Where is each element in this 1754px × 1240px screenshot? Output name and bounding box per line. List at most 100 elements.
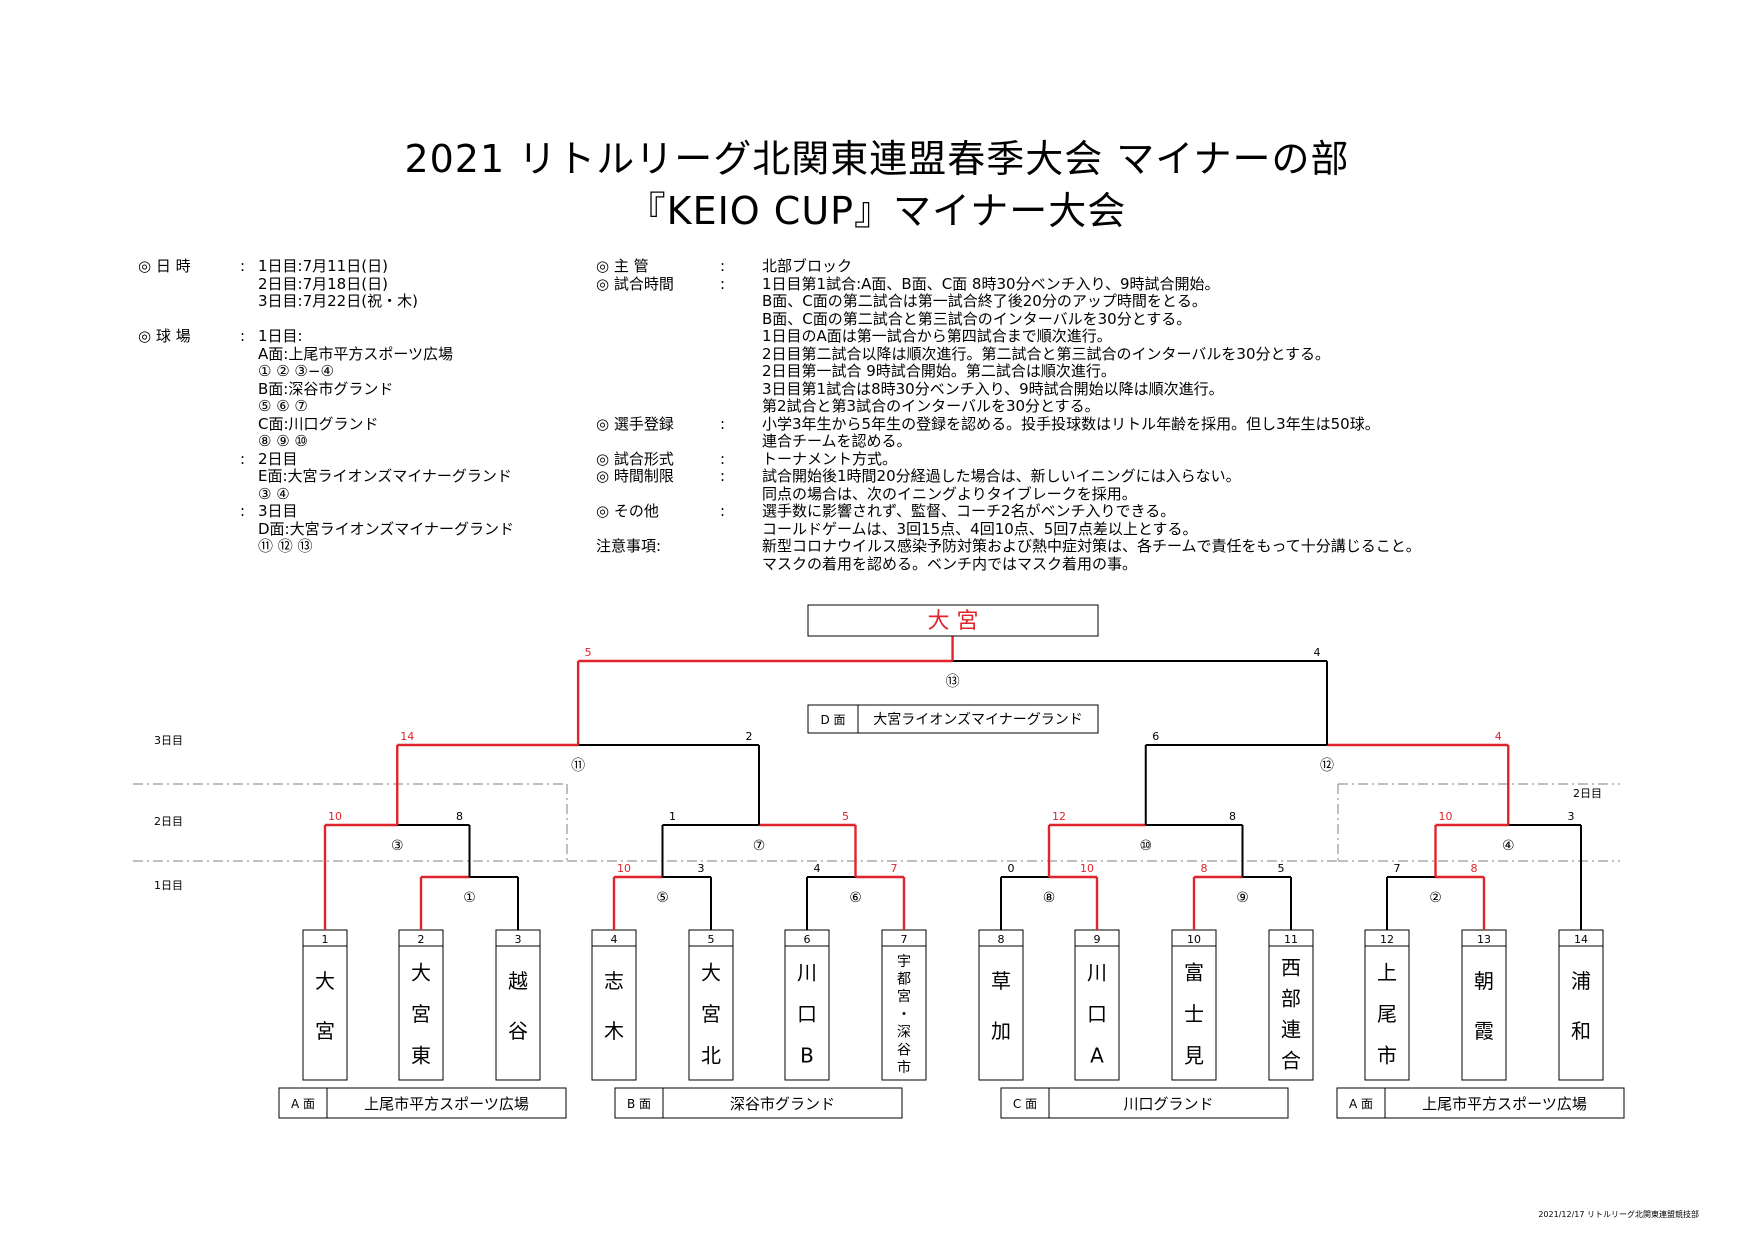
team-name-char: 宮 bbox=[701, 1002, 721, 1026]
team-name-char: 市 bbox=[897, 1059, 911, 1076]
team-name-char: 宮 bbox=[315, 1019, 335, 1043]
team-number: 6 bbox=[804, 933, 811, 946]
team-name-char: 合 bbox=[1281, 1049, 1301, 1073]
day3-label: 3日目 bbox=[154, 734, 183, 747]
info-val: 3日目 bbox=[258, 502, 298, 520]
team-name-char: 北 bbox=[701, 1043, 721, 1067]
info-val: 3日目第1試合は8時30分ベンチ入り、9時試合開始以降は順次進行。 bbox=[762, 379, 1224, 398]
game-score-right: 4 bbox=[1495, 730, 1502, 743]
team-name-char: 上 bbox=[1377, 961, 1397, 985]
info-val: 2日目 bbox=[258, 449, 298, 468]
info-col: : bbox=[720, 274, 726, 293]
team-box bbox=[1074, 929, 1120, 1081]
info-col: : bbox=[720, 449, 726, 468]
team-name-char: 朝 bbox=[1474, 969, 1494, 993]
game-score-right: 10 bbox=[1080, 862, 1094, 875]
game-number: ④ bbox=[1502, 838, 1515, 854]
game-number: ⑨ bbox=[1236, 890, 1249, 906]
info-lab: ◎ 選手登録 bbox=[596, 414, 674, 433]
team-name-char: 浦 bbox=[1571, 969, 1591, 993]
info-lab: ◎ 球 場 bbox=[138, 327, 191, 345]
team-name-char: 部 bbox=[1281, 987, 1301, 1011]
team-box bbox=[302, 929, 348, 1081]
game-number: ⑤ bbox=[656, 890, 669, 906]
team-number: 14 bbox=[1574, 933, 1588, 946]
info-lab: ◎ 時間制限 bbox=[596, 467, 674, 485]
team-number: 8 bbox=[998, 933, 1005, 946]
info-val: B面:深谷市グランド bbox=[258, 379, 394, 398]
info-val: 1日目のA面は第一試合から第四試合まで順次進行。 bbox=[762, 327, 1112, 345]
page-title: 2021 リトルリーグ北関東連盟春季大会 マイナーの部 bbox=[404, 137, 1350, 181]
info-val: 1日目:7月11日(日) bbox=[258, 257, 388, 275]
venue-name: 川口グランド bbox=[1123, 1095, 1213, 1113]
champion-box bbox=[807, 604, 1099, 637]
team-name-char: 宮 bbox=[897, 989, 911, 1005]
team-name-char: 大 bbox=[411, 961, 431, 985]
info-col: : bbox=[240, 327, 246, 345]
game-score-right: 5 bbox=[842, 810, 849, 823]
info-val: 連合チームを認める。 bbox=[762, 432, 912, 450]
team-name-char: 大 bbox=[701, 961, 721, 985]
info-col: : bbox=[720, 467, 726, 485]
info-lab: ◎ その他 bbox=[596, 502, 659, 520]
info-lab: 注意事項: bbox=[596, 537, 662, 555]
game-number: ② bbox=[1429, 890, 1442, 906]
team-box bbox=[1558, 929, 1604, 1081]
game-number: ⑦ bbox=[753, 838, 766, 854]
venue-label: A 面 bbox=[1349, 1097, 1373, 1111]
team-number: 13 bbox=[1477, 933, 1491, 946]
game-score-left: 10 bbox=[328, 810, 342, 823]
info-lab: ◎ 試合形式 bbox=[596, 449, 674, 468]
final-venue-box bbox=[807, 704, 1099, 734]
info-val: B面、C面の第二試合は第一試合終了後20分のアップ時間をとる。 bbox=[762, 292, 1207, 310]
info-col: : bbox=[720, 502, 726, 520]
info-val: D面:大宮ライオンズマイナーグランド bbox=[258, 519, 515, 538]
team-name-char: 深 bbox=[897, 1025, 911, 1041]
info-val: B面、C面の第二試合と第三試合のインターバルを30分とする。 bbox=[762, 309, 1192, 328]
team-box bbox=[398, 929, 444, 1081]
info-val: 2日目第一試合 9時試合開始。第二試合は順次進行。 bbox=[762, 362, 1116, 380]
info-lab: ◎ 主 管 bbox=[596, 257, 649, 275]
footer-credit: 2021/12/17 リトルリーグ北関東連盟競技部 bbox=[1538, 1210, 1699, 1219]
info-col: : bbox=[720, 414, 726, 433]
venue-name: 上尾市平方スポーツ広場 bbox=[1422, 1095, 1587, 1113]
team-name-char: B bbox=[800, 1043, 814, 1067]
team-name-char: 東 bbox=[411, 1043, 431, 1067]
game-score-left: 6 bbox=[1152, 730, 1159, 743]
info-val: コールドゲームは、3回15点、4回10点、5回7点差以上とする。 bbox=[762, 519, 1198, 538]
team-number: 7 bbox=[901, 933, 908, 946]
game-score-right: 8 bbox=[456, 810, 463, 823]
info-val: ⑧ ⑨ ⑩ bbox=[258, 432, 308, 450]
team-box bbox=[1171, 929, 1217, 1081]
final-venue-name: 大宮ライオンズマイナーグランド bbox=[873, 712, 1082, 728]
game-score-right: 5 bbox=[1278, 862, 1285, 875]
game-score-left: 0 bbox=[1008, 862, 1015, 875]
info-val: マスクの着用を認める。ベンチ内ではマスク着用の事。 bbox=[762, 554, 1138, 573]
team-box bbox=[591, 929, 637, 1081]
final-venue-label: D 面 bbox=[820, 713, 845, 727]
game-number: ⑬ bbox=[946, 674, 960, 690]
game-score-right: 3 bbox=[1568, 810, 1575, 823]
game-number: ⑧ bbox=[1043, 890, 1056, 906]
team-box bbox=[1364, 929, 1410, 1081]
day1-label: 1日目 bbox=[154, 879, 183, 892]
team-number: 4 bbox=[611, 933, 618, 946]
info-val: C面:川口グランド bbox=[258, 414, 379, 433]
team-name-char: 大 bbox=[315, 969, 335, 993]
team-name-char: 谷 bbox=[897, 1042, 911, 1058]
info-val: 1日目第1試合:A面、B面、C面 8時30分ベンチ入り、9時試合開始。 bbox=[762, 274, 1220, 293]
info-val: E面:大宮ライオンズマイナーグランド bbox=[258, 467, 512, 485]
team-name-char: 富 bbox=[1184, 961, 1204, 985]
team-name-char: 連 bbox=[1281, 1018, 1301, 1042]
team-name-char: 口 bbox=[797, 1002, 817, 1026]
team-name-char: 霞 bbox=[1474, 1019, 1494, 1043]
team-box bbox=[495, 929, 541, 1081]
info-val: 2日目第二試合以降は順次進行。第二試合と第三試合のインターバルを30分とする。 bbox=[762, 344, 1331, 363]
venue-label: A 面 bbox=[291, 1097, 315, 1111]
info-val: 2日目:7月18日(日) bbox=[258, 274, 388, 293]
info-val: ① ② ③−④ bbox=[258, 362, 334, 380]
game-number: ⑩ bbox=[1139, 838, 1152, 854]
game-score-right: 7 bbox=[891, 862, 898, 875]
team-number: 10 bbox=[1187, 933, 1201, 946]
